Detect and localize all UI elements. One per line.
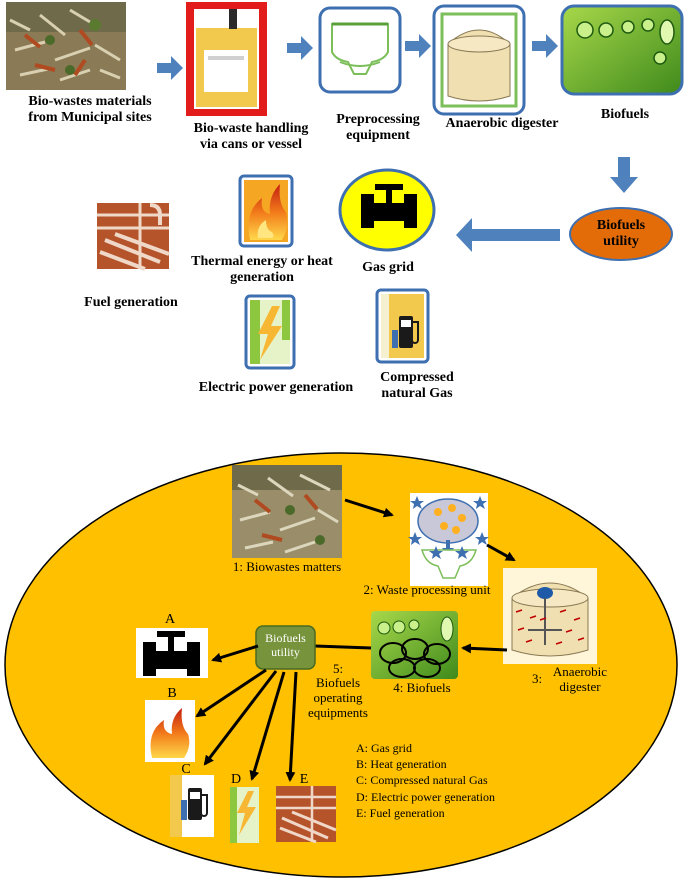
- label-b-biowastes: 1: Biowastes matters: [232, 559, 342, 574]
- pipes-icon: [97, 203, 170, 271]
- utility-output-arrows: [195, 644, 298, 782]
- label-thermal: Thermal energy or heat generation: [191, 254, 333, 286]
- legend-item-d: D: Electric power generation: [356, 789, 495, 804]
- gas-valve-a-icon: [136, 628, 208, 678]
- label-biofuels: Biofuels: [600, 107, 650, 122]
- label-b-digester-num: 3:: [531, 671, 543, 686]
- letter-e: E: [299, 772, 309, 787]
- bin-icon: [186, 2, 267, 116]
- label-digester: Anaerobic digester: [445, 116, 559, 131]
- letter-a: A: [164, 612, 176, 627]
- label-preprocessing: Preprocessing equipment: [336, 112, 420, 144]
- legend: A: Gas grid B: Heat generation C: Compre…: [356, 740, 536, 821]
- utility-ellipse-top: [569, 207, 673, 261]
- fuel-pump-c-icon: [170, 775, 214, 837]
- biowaste-photo-bottom-icon: [232, 465, 342, 558]
- label-b-utility: Biofuels utility: [265, 631, 306, 659]
- flame-b-icon: [145, 700, 195, 762]
- legend-item-a: A: Gas grid: [356, 741, 412, 755]
- lightning-icon: [244, 294, 296, 370]
- processing-unit-icon: [408, 493, 489, 586]
- letter-d: D: [230, 772, 242, 787]
- biofuel-bubbles-bottom-icon: [371, 611, 458, 679]
- legend-item-b: B: Heat generation: [356, 757, 447, 772]
- funnel-icon: [318, 6, 402, 94]
- flow-arrows-bottom: [314, 498, 516, 654]
- label-utility-top: Biofuels utility: [596, 218, 646, 250]
- flow-arrows-top: [157, 34, 558, 80]
- letter-c: C: [181, 762, 191, 777]
- digester-tank-bottom-icon: [503, 568, 597, 664]
- lightning-d-icon: [230, 787, 259, 843]
- biowaste-photo-icon: [6, 2, 126, 90]
- label-fuel: Fuel generation: [84, 295, 178, 310]
- label-cng: Compressed natural Gas: [380, 370, 454, 402]
- biofuel-bubbles-icon: [560, 4, 684, 96]
- digester-tank-icon: [432, 4, 526, 116]
- down-arrow: [610, 157, 638, 193]
- label-electric: Electric power generation: [198, 380, 354, 395]
- label-b-biofuels: 4: Biofuels: [393, 680, 451, 695]
- label-handling: Bio-waste handling via cans or vessel: [193, 121, 309, 153]
- letter-b: B: [167, 686, 177, 701]
- gas-valve-icon: [338, 168, 436, 252]
- label-b-equip-num: 5:: [332, 661, 344, 676]
- pipes-e-icon: [276, 786, 337, 844]
- label-biowastes: Bio-wastes materials from Municipal site…: [28, 94, 152, 126]
- flame-icon: [238, 174, 294, 248]
- legend-item-e: E: Fuel generation: [356, 805, 445, 820]
- left-arrow-large: [456, 218, 560, 252]
- label-b-equip: Biofuels operating equipments: [308, 675, 368, 720]
- fuel-pump-icon: [375, 288, 430, 364]
- legend-item-c: C: Compressed natural Gas: [356, 773, 488, 788]
- label-b-digester: Anaerobic digester: [552, 664, 608, 694]
- label-b-processing: 2: Waste processing unit: [363, 582, 491, 597]
- label-gas-grid: Gas grid: [362, 260, 414, 275]
